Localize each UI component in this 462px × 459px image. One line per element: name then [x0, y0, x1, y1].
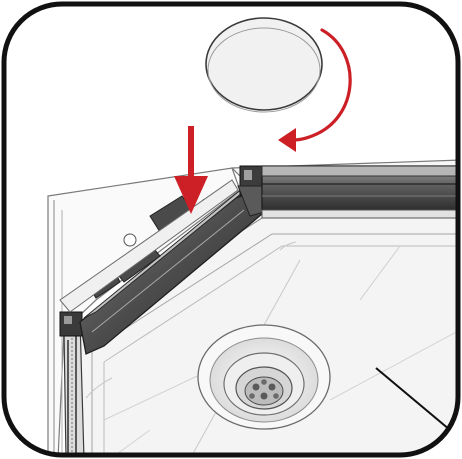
down-arrow-icon — [174, 126, 208, 214]
horizontal-seal-strip — [261, 165, 458, 219]
corner-joint — [237, 165, 265, 217]
diagonal-seal-strip — [59, 179, 263, 355]
left-profile — [59, 311, 85, 455]
curved-arrow-icon — [278, 28, 352, 152]
drain-icon — [197, 324, 331, 430]
cap-disc-icon — [205, 17, 323, 113]
